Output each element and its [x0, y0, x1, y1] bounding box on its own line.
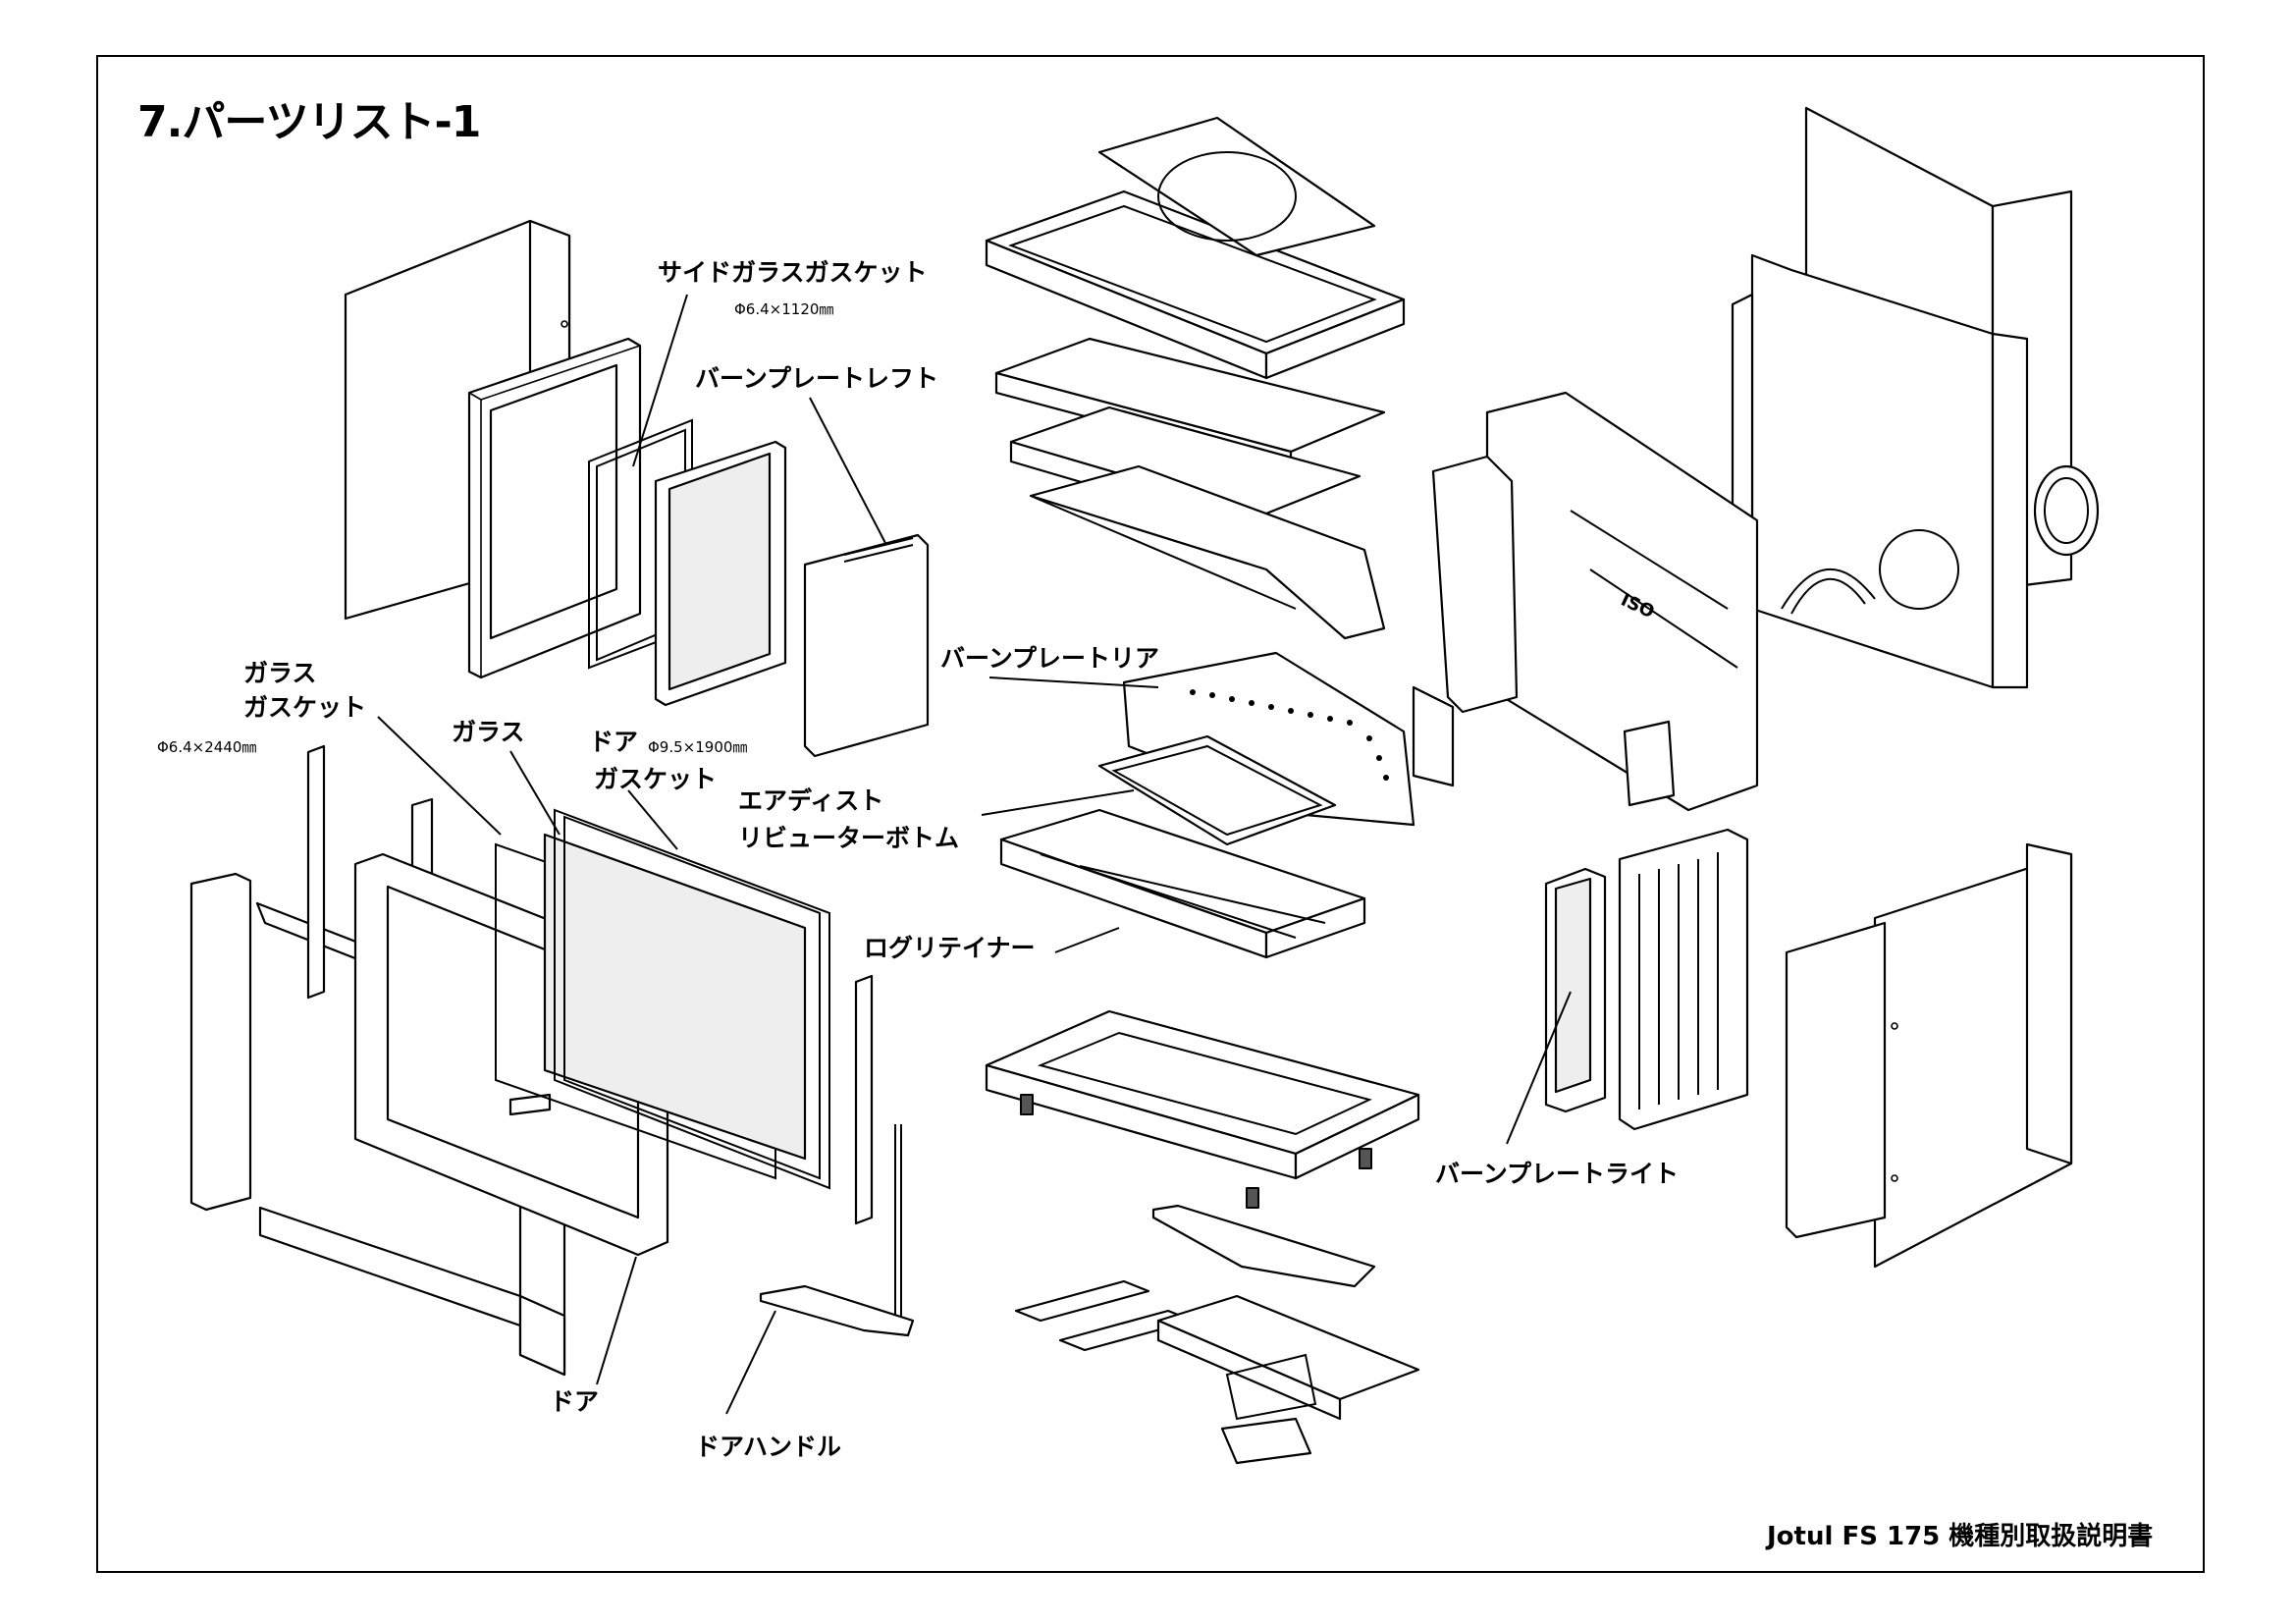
dim-glass-gasket: Φ6.4×2440㎜: [157, 738, 257, 756]
dim-door-gasket: Φ9.5×1900㎜: [648, 738, 748, 756]
label-burn-plate-left: バーンプレートレフト: [695, 364, 939, 393]
base-plate: [985, 1009, 1420, 1209]
label-burn-plate-right: バーンプレートライト: [1435, 1160, 1680, 1188]
door-gasket: [554, 808, 830, 1190]
label-door-gasket-2: ガスケット: [594, 765, 718, 793]
side-glass-frame: [467, 337, 642, 679]
label-door: ドア: [550, 1387, 600, 1416]
dim-side-glass-gasket: Φ6.4×1120㎜: [734, 300, 834, 318]
right-side-glass-assembly: [1544, 828, 1749, 1131]
drawing-frame: [96, 55, 2205, 1573]
label-glass-gasket-1: ガラス: [243, 659, 317, 687]
burn-plate-rear: [1122, 651, 1455, 827]
label-air-distributor-2: リビューターボトム: [738, 824, 960, 852]
rear-panel: [1731, 253, 2029, 689]
air-distributor-bottom: [1097, 734, 1337, 846]
footer-manual-title: Jotul FS 175 機種別取扱説明書: [1767, 1522, 2154, 1551]
back-casting: ISO: [1431, 391, 1759, 812]
label-door-handle: ドアハンドル: [695, 1433, 842, 1461]
label-log-retainer: ログリテイナー: [864, 934, 1036, 962]
door-latch-bar: [854, 974, 902, 1326]
label-glass-gasket-2: ガスケット: [243, 693, 367, 722]
door-handle-part: [759, 1284, 915, 1337]
log-retainer: [999, 808, 1366, 959]
top-plate: [985, 116, 1406, 380]
label-door-gasket-1: ドア: [589, 728, 639, 756]
ash-pan: [1156, 1294, 1420, 1465]
flue-collar-deflector: [1029, 464, 1386, 640]
right-side-panel: [1785, 842, 2073, 1269]
label-air-distributor-1: エアディスト: [738, 786, 884, 815]
leader-lines: [377, 294, 1572, 1415]
door-glass: [495, 833, 807, 1180]
flue-collar: [1781, 464, 2100, 615]
side-glass: [654, 440, 787, 707]
label-glass: ガラス: [452, 718, 525, 746]
label-side-glass-gasket: サイドガラスガスケット: [658, 258, 928, 287]
page-title: 7.パーツリスト-1: [137, 97, 481, 147]
label-burn-plate-rear: バーンプレートリア: [940, 644, 1160, 673]
burn-plate-left: [803, 533, 930, 758]
